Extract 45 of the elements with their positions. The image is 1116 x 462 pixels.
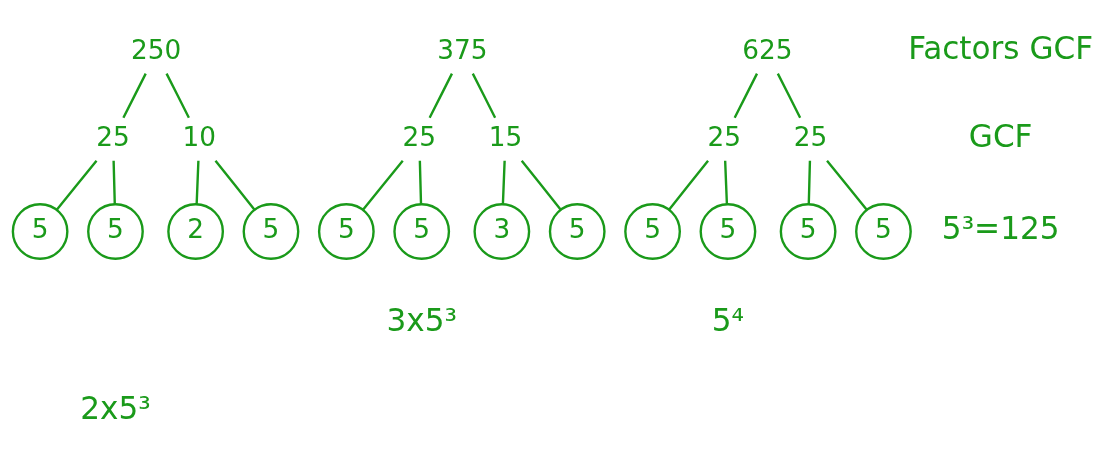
label: 2x5³ — [80, 389, 151, 426]
connector — [520, 159, 562, 210]
node-circle: 5 — [699, 202, 757, 260]
connector — [361, 159, 404, 211]
connector — [55, 159, 98, 211]
connector — [165, 72, 190, 118]
connector — [122, 72, 147, 118]
node-circle: 5 — [393, 202, 451, 260]
node-circle: 5 — [548, 202, 606, 260]
label: GCF — [968, 117, 1033, 154]
connector — [418, 160, 423, 204]
connector — [195, 160, 200, 204]
node-text: 15 — [488, 121, 523, 152]
connector — [501, 160, 506, 204]
node-circle: 2 — [167, 202, 225, 260]
node-circle: 5 — [87, 202, 144, 260]
node-circle: 5 — [624, 202, 681, 260]
label: 5³=125 — [941, 209, 1060, 246]
node-circle: 5 — [11, 202, 69, 260]
node-circle: 5 — [855, 202, 912, 260]
label: 3x5³ — [386, 301, 457, 338]
label: 5⁴ — [711, 301, 745, 338]
node-circle: 5 — [317, 202, 375, 260]
connector — [428, 72, 453, 118]
connector — [723, 160, 729, 204]
node-text: 10 — [182, 121, 216, 152]
node-text: 625 — [742, 34, 793, 65]
node-text: 25 — [96, 121, 130, 152]
label: Factors GCF — [908, 29, 1094, 66]
node-circle: 5 — [779, 202, 837, 260]
connector — [112, 160, 116, 204]
node-text: 25 — [402, 121, 437, 152]
connector — [776, 72, 802, 118]
connector — [471, 72, 497, 118]
node-text: 25 — [793, 121, 828, 152]
node-circle: 3 — [473, 202, 531, 260]
node-text: 375 — [437, 34, 488, 65]
connector — [214, 159, 256, 210]
connector — [668, 159, 709, 210]
connector — [826, 159, 868, 211]
node-text: 25 — [707, 121, 742, 152]
connector — [807, 160, 812, 204]
connector — [733, 72, 759, 118]
node-circle: 5 — [242, 202, 300, 260]
node-text: 250 — [131, 34, 182, 65]
